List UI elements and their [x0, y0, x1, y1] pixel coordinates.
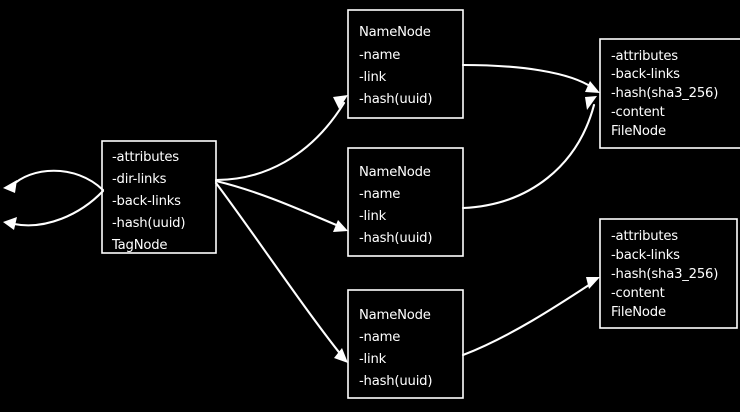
- edge-path: [461, 63, 595, 90]
- node-class-name: FileNode: [611, 305, 666, 320]
- node-box: [599, 218, 738, 329]
- node-line: -hash(uuid): [359, 374, 432, 389]
- edge-layer: [3, 63, 600, 363]
- edge-tag-self-loop-upper: [3, 169, 105, 193]
- arrow-head: [585, 96, 597, 110]
- node-line: -name: [359, 187, 400, 202]
- edge-tag-self-loop-lower: [3, 189, 105, 230]
- arrow-head: [334, 348, 348, 363]
- node-class-name: NameNode: [359, 165, 431, 180]
- edge-tag-to-name-node-3: [214, 181, 348, 363]
- node-name-node-2[interactable]: NameNode -name -link -hash(uuid): [347, 147, 464, 257]
- node-line: -back-links: [611, 248, 680, 263]
- node-line: -content: [611, 105, 665, 120]
- node-line: -back-links: [611, 67, 680, 82]
- node-name-node-1[interactable]: NameNode -name -link -hash(uuid): [347, 9, 464, 119]
- node-box: [347, 9, 464, 119]
- node-file-node-2[interactable]: -attributes -back-links -hash(sha3_256) …: [599, 218, 738, 329]
- node-box: [347, 147, 464, 257]
- node-box: [347, 289, 464, 399]
- edge-name-node-2-to-file-node-1: [461, 96, 597, 210]
- node-line: -attributes: [611, 49, 678, 64]
- node-line: -link: [359, 209, 387, 224]
- node-file-node-1[interactable]: -attributes -back-links -hash(sha3_256) …: [599, 38, 740, 149]
- node-line: -link: [359, 352, 387, 367]
- node-line: -hash(uuid): [112, 216, 185, 231]
- node-line: -dir-links: [112, 172, 167, 187]
- arrow-head: [585, 81, 600, 93]
- node-line: -content: [611, 286, 665, 301]
- arrow-head: [3, 217, 17, 230]
- node-line: -attributes: [611, 229, 678, 244]
- node-line: -link: [359, 70, 387, 85]
- edge-tag-to-name-node-1: [214, 95, 348, 182]
- node-line: -hash(sha3_256): [611, 86, 718, 101]
- arrow-head: [333, 95, 348, 109]
- node-line: -hash(uuid): [359, 231, 432, 246]
- edge-path: [214, 181, 344, 358]
- edge-path: [12, 189, 105, 227]
- edge-path: [214, 101, 346, 182]
- node-layer: -attributes -dir-links -back-links -hash…: [101, 9, 740, 399]
- node-box: [101, 140, 217, 254]
- node-line: -hash(sha3_256): [611, 267, 718, 282]
- node-line: -back-links: [112, 194, 181, 209]
- node-class-name: FileNode: [611, 124, 666, 139]
- node-class-name: TagNode: [111, 238, 167, 253]
- arrow-head: [333, 220, 348, 232]
- edge-path: [214, 179, 343, 229]
- edge-path: [461, 103, 596, 210]
- edge-path: [10, 169, 105, 192]
- edge-name-node-3-to-file-node-2: [461, 277, 600, 357]
- node-class-name: NameNode: [359, 25, 431, 40]
- node-class-name: NameNode: [359, 308, 431, 323]
- edge-tag-to-name-node-2: [214, 179, 348, 232]
- arrow-head: [586, 277, 600, 289]
- edge-name-node-1-to-file-node-1: [461, 63, 600, 93]
- node-tag-node[interactable]: -attributes -dir-links -back-links -hash…: [101, 140, 217, 254]
- node-name-node-3[interactable]: NameNode -name -link -hash(uuid): [347, 289, 464, 399]
- node-line: -hash(uuid): [359, 92, 432, 107]
- node-line: -name: [359, 48, 400, 63]
- node-line: -name: [359, 330, 400, 345]
- edge-path: [461, 281, 594, 357]
- arrow-head: [3, 180, 17, 193]
- node-line: -attributes: [112, 150, 179, 165]
- node-box: [599, 38, 740, 149]
